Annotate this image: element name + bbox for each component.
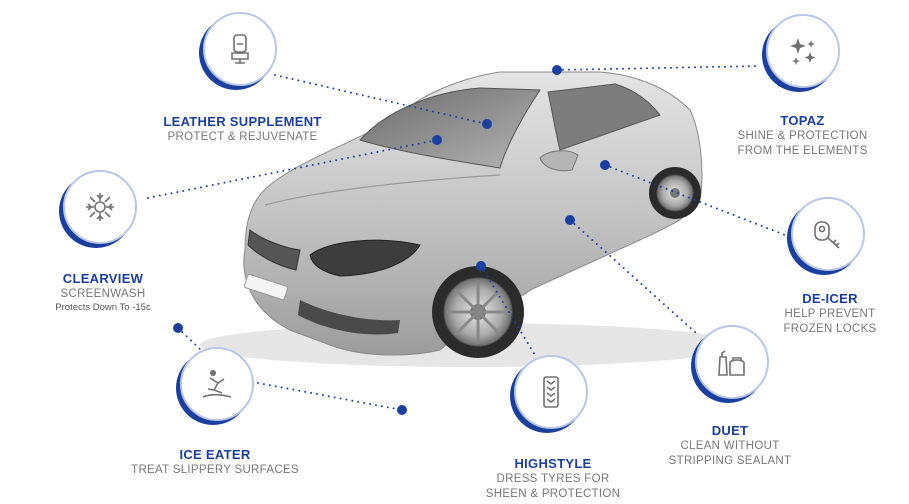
clearview-note: Protects Down To -15c [55, 301, 151, 313]
topaz-line-2: FROM THE ELEMENTS [737, 144, 868, 157]
clearview-line-1: SCREENWASH [60, 288, 146, 301]
dot-topaz [552, 65, 562, 75]
dot-deicer [600, 160, 610, 170]
topaz-label: TOPAZ SHINE & PROTECTION FROM THE ELEMEN… [720, 113, 885, 158]
deicer-line-1: HELP PREVENT [784, 308, 876, 321]
car-number-plate [243, 273, 289, 301]
car-grille [247, 229, 301, 271]
duet-label: DUET CLEAN WITHOUT STRIPPING SEALANT [655, 423, 805, 468]
connector-iceeater-2 [257, 382, 403, 411]
connector-deicer [604, 164, 786, 236]
dot-highstyle [476, 261, 486, 271]
car-hood-line [264, 174, 501, 206]
snowflake-icon [86, 193, 114, 221]
car-body [243, 71, 703, 356]
tyre-tread-icon [543, 376, 559, 408]
topaz-title: TOPAZ [780, 113, 825, 128]
connector-dots [173, 65, 610, 415]
highstyle-line-2: SHEEN & PROTECTION [485, 487, 621, 500]
iceeater-label: ICE EATER TREAT SLIPPERY SURFACES [120, 447, 310, 478]
connector-clearview [147, 139, 438, 199]
car-side-window [547, 83, 661, 151]
iceeater-title: ICE EATER [179, 447, 251, 462]
car-headlight [309, 239, 421, 277]
car-lower-intake [298, 300, 400, 335]
leather-title: LEATHER SUPPLEMENT [163, 114, 322, 129]
iceeater-line-1: TREAT SLIPPERY SURFACES [131, 464, 299, 477]
slipping-person-icon [202, 370, 232, 398]
clearview-title: CLEARVIEW [62, 271, 144, 286]
sparkles-icon [790, 38, 816, 65]
dot-iceeater [173, 323, 183, 333]
deicer-label: DE-ICER HELP PREVENT FROZEN LOCKS [760, 291, 900, 336]
cleaning-products-icon [718, 350, 745, 376]
connector-leather [274, 74, 488, 125]
dot-clearview [432, 135, 442, 145]
clearview-badge [63, 170, 137, 244]
duet-title: DUET [711, 423, 749, 438]
car-seat-icon [231, 34, 249, 64]
duet-line-1: CLEAN WITHOUT [680, 440, 780, 453]
car-side-mirror [539, 150, 579, 172]
duet-line-2: STRIPPING SEALANT [668, 454, 792, 467]
clearview-label: CLEARVIEW SCREENWASH Protects Down To -1… [28, 271, 178, 314]
iceeater-badge [180, 347, 254, 421]
duet-badge [695, 325, 769, 399]
deicer-badge [791, 197, 865, 271]
dot-iceeater-2 [397, 405, 407, 415]
dot-duet [565, 215, 575, 225]
connector-highstyle [480, 265, 536, 356]
topaz-line-1: SHINE & PROTECTION [737, 130, 868, 143]
highstyle-title: HIGHSTYLE [514, 456, 592, 471]
highstyle-label: HIGHSTYLE DRESS TYRES FOR SHEEN & PROTEC… [478, 456, 628, 501]
car-key-icon [814, 221, 840, 249]
dot-leather [482, 119, 492, 129]
leather-line-1: PROTECT & REJUVENATE [167, 131, 318, 144]
connector-topaz [556, 65, 761, 71]
car-rear-wheel [649, 167, 701, 219]
leather-badge [203, 12, 277, 86]
car-front-wheel [432, 266, 524, 358]
deicer-title: DE-ICER [802, 291, 858, 306]
highstyle-line-1: DRESS TYRES FOR [496, 473, 610, 486]
deicer-line-2: FROZEN LOCKS [783, 322, 877, 335]
highstyle-badge [514, 355, 588, 429]
topaz-badge [766, 14, 840, 88]
connector-duet [569, 219, 697, 334]
leather-label: LEATHER SUPPLEMENT PROTECT & REJUVENATE [150, 114, 335, 145]
